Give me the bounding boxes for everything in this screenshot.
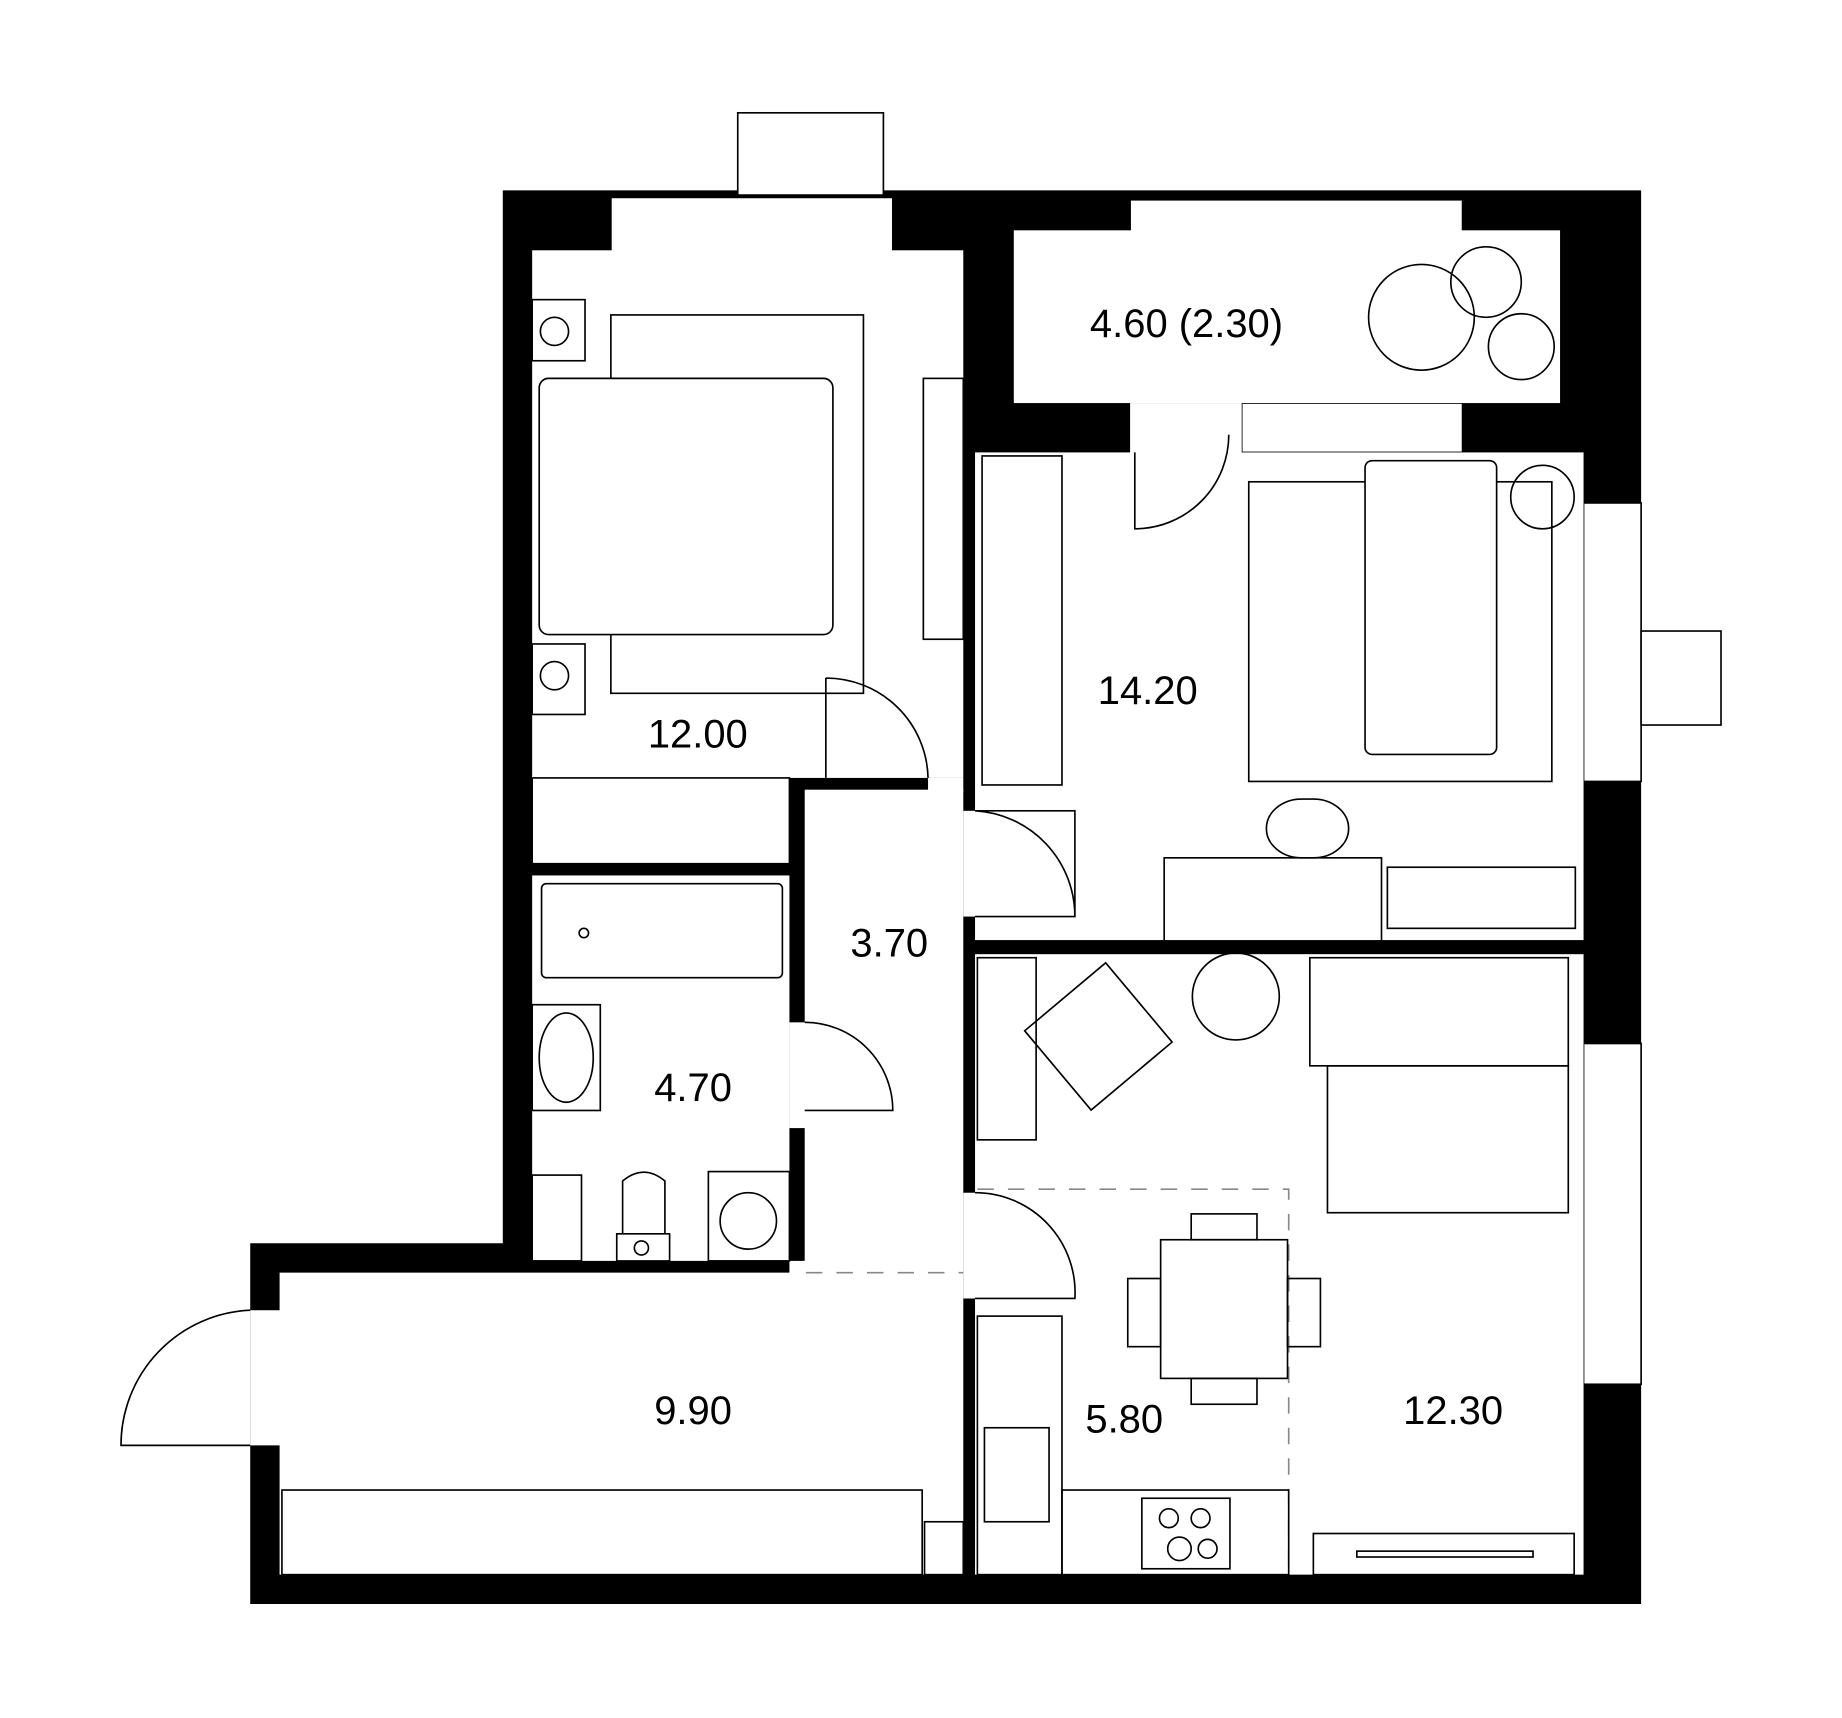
kitchen-counter bbox=[976, 1315, 1063, 1576]
window-bedroom bbox=[610, 196, 894, 253]
sofa-chaise bbox=[1326, 1064, 1570, 1214]
washing-machine-icon bbox=[707, 1170, 791, 1262]
room-area-hall: 9.90 bbox=[654, 1389, 732, 1433]
room-area-childroom: 14.20 bbox=[1098, 669, 1198, 713]
door-childroom bbox=[974, 809, 1076, 918]
room-area-living: 12.30 bbox=[1403, 1389, 1503, 1433]
door-entrance bbox=[120, 1309, 251, 1447]
window-living bbox=[1582, 1042, 1642, 1386]
desk bbox=[1163, 857, 1383, 944]
wardrobe-childroom bbox=[981, 455, 1063, 786]
tv-unit-living bbox=[1312, 1532, 1575, 1576]
bathtub-icon bbox=[540, 882, 784, 979]
window-balcony bbox=[1129, 198, 1464, 234]
coffee-table-icon bbox=[1191, 952, 1281, 1041]
nightstand-icon bbox=[531, 298, 586, 362]
window-childroom bbox=[1582, 502, 1642, 783]
nightstand-icon bbox=[531, 643, 586, 716]
window-bay-top bbox=[736, 111, 885, 196]
armchair-icon bbox=[1023, 961, 1174, 1112]
room-area-bathroom: 4.70 bbox=[654, 1066, 732, 1110]
single-bed bbox=[1364, 459, 1498, 756]
zone-lines bbox=[805, 1188, 1290, 1575]
chair-icon bbox=[1286, 1277, 1322, 1348]
chair-icon bbox=[1190, 1377, 1258, 1406]
room-area-kitchen: 5.80 bbox=[1085, 1397, 1163, 1441]
double-bed bbox=[538, 377, 834, 636]
room-labels: 4.60 (2.30) 12.00 14.20 3.70 4.70 9.90 5… bbox=[648, 302, 1503, 1441]
chair-icon bbox=[1265, 798, 1350, 859]
door-living bbox=[975, 1191, 1076, 1300]
wardrobe-hall bbox=[281, 1489, 923, 1576]
kitchen-counter bbox=[1061, 1489, 1290, 1576]
shelf bbox=[1386, 866, 1577, 930]
stove-icon bbox=[1141, 1497, 1231, 1570]
rooms bbox=[250, 230, 1584, 1575]
room-area-bedroom: 12.00 bbox=[648, 712, 748, 756]
toilet-icon bbox=[615, 1171, 671, 1262]
furniture bbox=[281, 245, 1577, 1576]
wardrobe-bedroom bbox=[531, 777, 791, 865]
room-area-corridor: 3.70 bbox=[850, 922, 928, 966]
door-balcony bbox=[1133, 434, 1230, 530]
chair-icon bbox=[1126, 1277, 1162, 1348]
sink-icon bbox=[531, 1003, 602, 1112]
tv-icon bbox=[1356, 1550, 1534, 1558]
door-bedroom bbox=[825, 677, 929, 778]
doors bbox=[120, 434, 1230, 1447]
lamp-icon bbox=[1509, 464, 1575, 530]
cabinet bbox=[531, 1174, 583, 1262]
chair-icon bbox=[1190, 1213, 1258, 1241]
bookshelf bbox=[976, 956, 1037, 1141]
window-balcony-inner bbox=[1240, 402, 1464, 454]
tv-unit bbox=[922, 377, 965, 641]
room-area-balcony: 4.60 (2.30) bbox=[1090, 302, 1283, 346]
plant-icon bbox=[1367, 245, 1556, 381]
fridge-icon bbox=[983, 1426, 1050, 1523]
window-bay-right bbox=[1640, 630, 1722, 726]
windows bbox=[610, 111, 1722, 1386]
door-bathroom bbox=[804, 1021, 894, 1112]
